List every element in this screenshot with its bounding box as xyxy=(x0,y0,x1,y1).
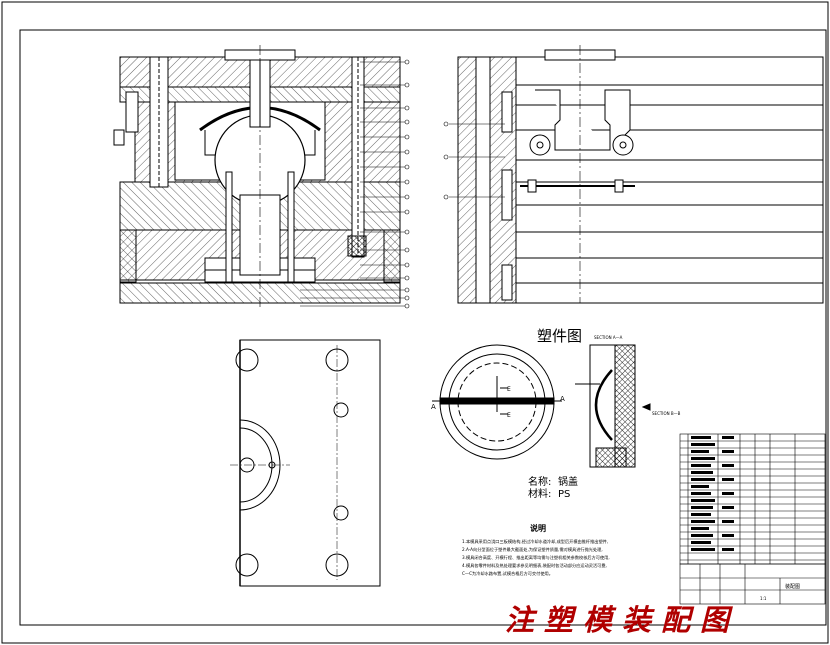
part-number-balloons-left xyxy=(300,59,410,309)
view-letter-a-right: A xyxy=(560,395,565,403)
section-label-right: SECTION B—B xyxy=(652,411,681,416)
title-block-name: 装配图 xyxy=(785,583,800,590)
view-letter-e-top: E xyxy=(507,386,511,393)
part-name-value: 锅盖 xyxy=(558,475,578,488)
material-value: PS xyxy=(558,489,570,500)
part-plan-view xyxy=(432,344,562,460)
title-block-scale: 1:1 xyxy=(760,596,767,601)
material-label: 材料: xyxy=(528,487,551,500)
tech-note-4: 4.模具各零件材料及热处理要求参见明细表,装配时各活动部分应运动灵活可靠, xyxy=(462,562,607,569)
tech-note-1: 1.本模具采用点浇口三板模结构,经过冷却水道冷却,成型后开模由推杆推出塑件, xyxy=(462,538,608,545)
side-view xyxy=(457,45,824,304)
part-section-view xyxy=(575,344,636,468)
bom-table xyxy=(679,433,826,605)
section-arrow xyxy=(641,403,651,411)
view-letter-a-left: A xyxy=(431,403,436,411)
drawing-big-title: 注塑模装配图 xyxy=(505,603,740,637)
view-letter-e-bottom: E xyxy=(507,412,511,419)
inner-border xyxy=(19,29,827,626)
tech-note-3: 3.模具闭合高度、开模行程、推出距离等均需与注塑机相关参数校核后方可使用, xyxy=(462,554,610,561)
part-number-balloons-right xyxy=(443,121,505,200)
part-name-label: 名称: xyxy=(528,475,551,488)
bom-row-fills xyxy=(691,436,734,551)
tech-notes-title: 说明 xyxy=(530,523,546,533)
section-label-top: SECTION A—A xyxy=(594,335,623,340)
main-section-view xyxy=(113,45,401,310)
plan-view xyxy=(230,339,381,587)
part-view-title: 塑件图 xyxy=(537,327,582,345)
tech-note-5: C—C为冷却水路布置,试模合格后方可交付使用。 xyxy=(462,570,553,577)
tech-note-2: 2.A-A向分型面位于塑件最大截面处,为保证塑件质量,需对模具进行抛光处理, xyxy=(462,546,603,553)
